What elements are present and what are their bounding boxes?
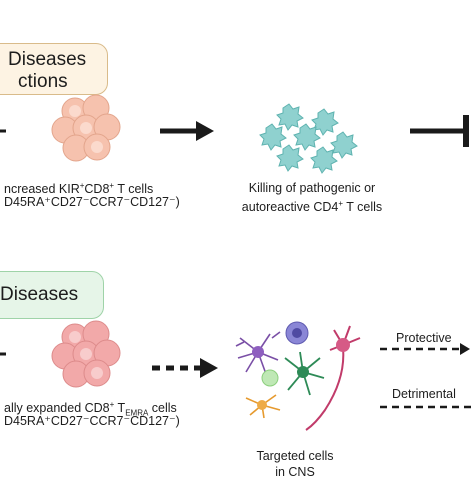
bottom-cells-label-line1: ally expanded CD8+ TEMRA cells	[4, 400, 177, 418]
target-cells-label-line2: in CNS	[275, 465, 315, 479]
top-header-line1: Diseases	[8, 49, 87, 70]
top-effect-label-line2: autoreactive CD4+ T cells	[241, 199, 383, 215]
top-effect-label-line1: Killing of pathogenic or	[248, 181, 376, 195]
top-cells-label-line1: ncreased KIR+CD8+ T cells	[4, 181, 154, 197]
bottom-disease-header-box	[0, 271, 104, 319]
target-cells-label-line1: Targeted cells	[256, 449, 334, 463]
protective-label: Protective	[396, 331, 452, 345]
top-inhibition-line	[410, 115, 469, 147]
top-solid-arrow	[160, 121, 214, 141]
neuron-icon	[305, 325, 361, 431]
bottom-dashed-arrow	[152, 358, 218, 378]
protective-dashed-arrow	[380, 343, 470, 355]
bottom-header: Diseases	[0, 284, 79, 305]
top-cells-label-line2: D45RA⁺CD27⁻CCR7⁻CD127⁻)	[4, 195, 180, 209]
detrimental-label: Detrimental	[392, 387, 456, 401]
bottom-cd8-temra-cell-cluster-icon	[51, 320, 121, 388]
bottom-cells-label-line2: D45RA⁺CD27⁻CCR7⁻CD127⁻)	[4, 414, 180, 428]
top-header-line2: ctions	[18, 71, 68, 92]
top-cd8-cell-cluster-icon	[51, 94, 121, 162]
cns-target-cells-icon	[235, 321, 361, 431]
top-disease-header-box	[0, 43, 108, 95]
killed-cd4-cells-icon	[259, 103, 358, 174]
